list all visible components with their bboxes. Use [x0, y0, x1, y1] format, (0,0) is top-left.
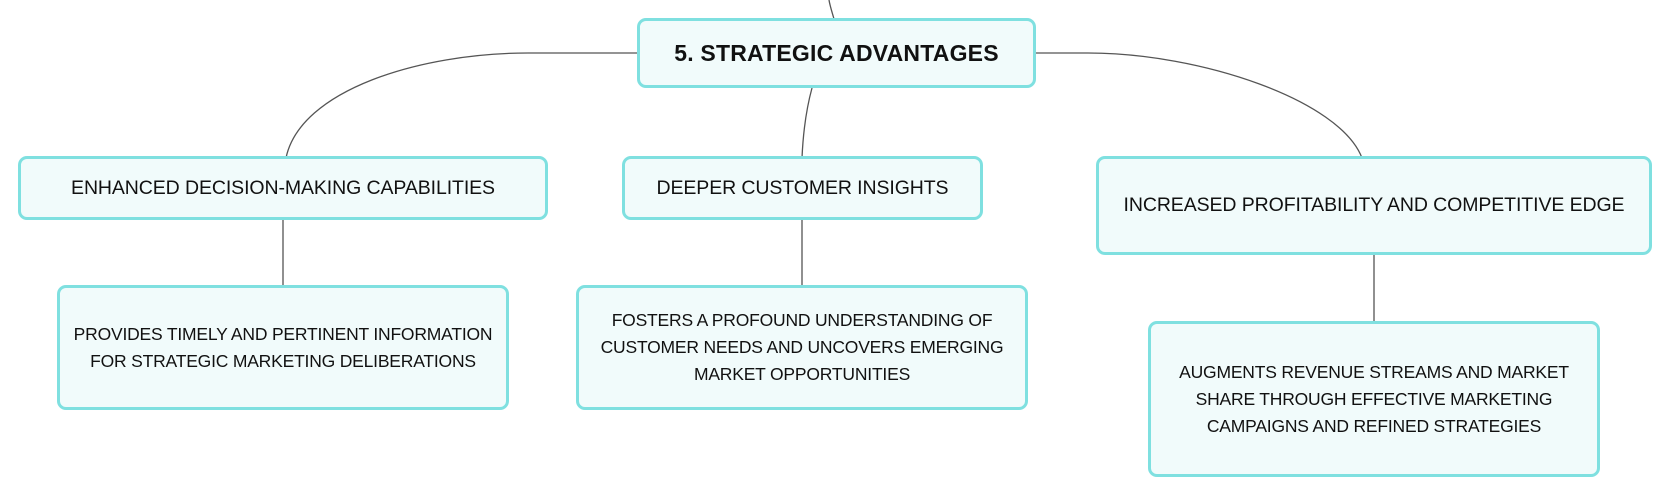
detail-node-customer-insights[interactable]: FOSTERS A PROFOUND UNDERSTANDING OF CUST…	[576, 285, 1028, 410]
connector-root-to-branch-3	[1034, 52, 1363, 159]
branch-node-profitability[interactable]: INCREASED PROFITABILITY AND COMPETITIVE …	[1096, 156, 1652, 255]
branch-node-label: ENHANCED DECISION-MAKING CAPABILITIES	[71, 176, 495, 199]
detail-node-profitability[interactable]: AUGMENTS REVENUE STREAMS AND MARKET SHAR…	[1148, 321, 1600, 477]
connector-parent-to-root	[828, 0, 835, 20]
connector-root-to-branch-2	[801, 87, 813, 159]
branch-node-label: DEEPER CUSTOMER INSIGHTS	[656, 176, 949, 199]
detail-node-text: AUGMENTS REVENUE STREAMS AND MARKET SHAR…	[1179, 361, 1569, 436]
branch-node-decision-making[interactable]: ENHANCED DECISION-MAKING CAPABILITIES	[18, 156, 548, 220]
detail-node-text: FOSTERS A PROFOUND UNDERSTANDING OF CUST…	[600, 310, 1004, 384]
root-node[interactable]: 5. STRATEGIC ADVANTAGES	[637, 18, 1036, 88]
branch-node-label: INCREASED PROFITABILITY AND COMPETITIVE …	[1123, 194, 1625, 216]
connector-root-to-branch-1	[285, 52, 640, 159]
root-node-label: 5. STRATEGIC ADVANTAGES	[674, 39, 999, 66]
detail-node-decision-making[interactable]: PROVIDES TIMELY AND PERTINENT INFORMATIO…	[57, 285, 509, 410]
branch-node-customer-insights[interactable]: DEEPER CUSTOMER INSIGHTS	[622, 156, 983, 220]
detail-node-text: PROVIDES TIMELY AND PERTINENT INFORMATIO…	[73, 323, 493, 371]
